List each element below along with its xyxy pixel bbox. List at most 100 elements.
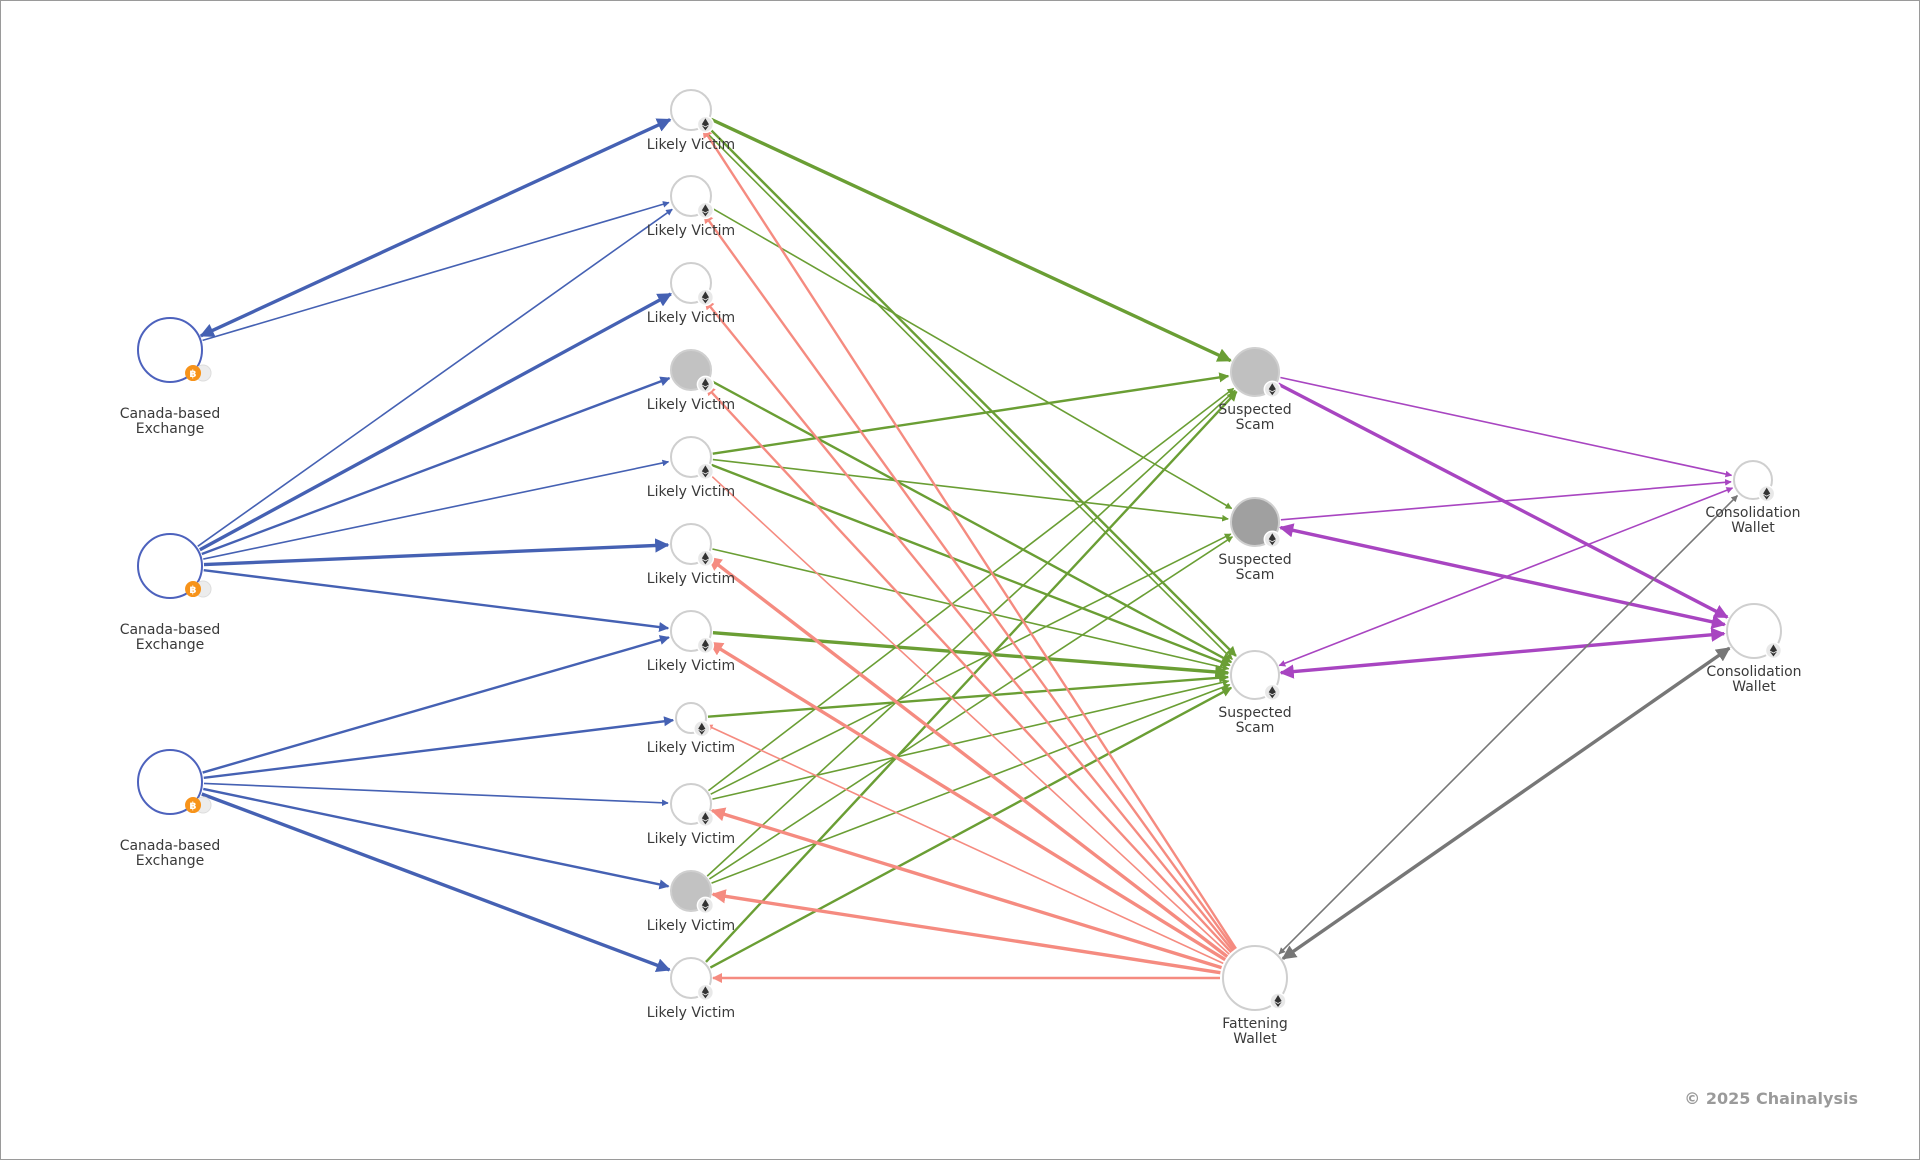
node-label: Exchange: [136, 853, 204, 869]
node-label: Scam: [1236, 720, 1275, 736]
edge-v5-to-s2: [712, 458, 1229, 522]
edge-e2-to-v6: [203, 538, 670, 567]
edge-f-to-v5: [706, 471, 1230, 955]
edge-f-to-v1: [701, 127, 1237, 950]
ethereum-glyph: [701, 812, 709, 825]
ethereum-glyph: [698, 722, 706, 735]
node-victim-v7[interactable]: Likely Victim: [647, 610, 735, 674]
node-label: Likely Victim: [647, 831, 735, 847]
edge-e2-to-v4: [201, 376, 671, 556]
edge-e2-to-v2: [197, 208, 673, 547]
ethereum-glyph: [701, 118, 709, 131]
edge-v1-to-s3: [702, 128, 1233, 660]
edge-f-to-v8: [705, 724, 1224, 965]
edge-v11-to-s1: [705, 390, 1238, 963]
node-label: Likely Victim: [647, 310, 735, 326]
node-label: Likely Victim: [647, 918, 735, 934]
ethereum-glyph: [1268, 686, 1276, 699]
node-label: Suspected: [1218, 402, 1291, 418]
node-victim-v2[interactable]: Likely Victim: [647, 175, 735, 239]
node-label: Likely Victim: [647, 571, 735, 587]
node-label: Wallet: [1731, 520, 1775, 536]
bitcoin-glyph: ฿: [190, 369, 197, 380]
node-victim-v10[interactable]: Likely Victim: [647, 870, 735, 934]
bitcoin-icon: [185, 797, 202, 814]
nodes-layer: ฿Canada-basedExchange฿Canada-basedExchan…: [120, 89, 1802, 1047]
node-label: Consolidation: [1705, 505, 1800, 521]
node-label: Likely Victim: [647, 658, 735, 674]
node-label: Exchange: [136, 421, 204, 437]
bitcoin-glyph: ฿: [190, 801, 197, 812]
edge-v1-to-s1: [710, 117, 1232, 363]
ethereum-glyph: [701, 465, 709, 478]
edge-s2-to-c1: [1280, 479, 1732, 521]
node-victim-v8[interactable]: Likely Victim: [647, 702, 735, 756]
edge-f-to-c2: [1281, 646, 1731, 960]
ethereum-glyph: [701, 378, 709, 391]
edge-v5-to-s1: [712, 372, 1230, 455]
edge-v1-to-s3: [705, 124, 1237, 657]
copyright-notice: © 2025 Chainalysis: [1684, 1089, 1858, 1108]
node-victim-v11[interactable]: Likely Victim: [647, 957, 735, 1021]
edge-v6-to-s3: [712, 548, 1230, 671]
bitcoin-glyph: ฿: [190, 585, 197, 596]
edge-f-to-v4: [705, 385, 1233, 954]
edge-e3-to-v8: [203, 716, 675, 780]
ethereum-glyph: [1274, 995, 1282, 1008]
bitcoin-icon: [185, 581, 202, 598]
edge-v9-to-s2: [710, 533, 1232, 795]
node-label: Likely Victim: [647, 223, 735, 239]
node-victim-v3[interactable]: Likely Victim: [647, 262, 735, 326]
edge-v8-to-s3: [707, 672, 1230, 718]
node-victim-v6[interactable]: Likely Victim: [647, 523, 735, 587]
ethereum-glyph: [701, 204, 709, 217]
edge-f-to-v6: [707, 556, 1229, 959]
edge-v2-to-s2: [709, 206, 1233, 510]
edge-f-to-v7: [708, 641, 1227, 962]
node-victim-v1[interactable]: Likely Victim: [647, 89, 735, 153]
edge-f-to-v3: [703, 299, 1234, 952]
node-label: Wallet: [1732, 679, 1776, 695]
ethereum-glyph: [1268, 533, 1276, 546]
edge-v10-to-s3: [711, 683, 1231, 884]
node-label: Likely Victim: [647, 1005, 735, 1021]
ethereum-glyph: [701, 291, 709, 304]
edge-v10-to-s2: [708, 536, 1233, 880]
bitcoin-icon: [185, 365, 202, 382]
node-label: Suspected: [1218, 705, 1291, 721]
node-label: Canada-based: [120, 406, 221, 422]
node-circle[interactable]: [1222, 945, 1288, 1011]
node-label: Consolidation: [1706, 664, 1801, 680]
node-circle[interactable]: [137, 317, 203, 383]
node-victim-v5[interactable]: Likely Victim: [647, 436, 735, 500]
node-label: Scam: [1236, 417, 1275, 433]
node-circle[interactable]: [137, 749, 203, 815]
edge-e1-to-v2: [202, 201, 670, 342]
edge-v9-to-s1: [707, 387, 1235, 792]
edge-e2-to-v3: [199, 292, 673, 552]
ethereum-glyph: [1763, 487, 1771, 500]
node-victim-v4[interactable]: Likely Victim: [647, 349, 735, 413]
ethereum-glyph: [701, 639, 709, 652]
node-label: Fattening: [1222, 1016, 1287, 1032]
edge-e2-to-v5: [203, 459, 670, 560]
node-circle[interactable]: [137, 533, 203, 599]
node-label: Canada-based: [120, 622, 221, 638]
edge-v7-to-s3: [712, 631, 1230, 680]
edge-e1-to-v1: [199, 118, 672, 338]
edge-e2-to-v7: [203, 569, 670, 633]
edge-f-to-c1: [1278, 494, 1739, 955]
edges-layer: [197, 117, 1739, 984]
node-victim-v9[interactable]: Likely Victim: [647, 783, 735, 847]
edge-e3-to-v7: [202, 635, 670, 774]
node-label: Scam: [1236, 567, 1275, 583]
